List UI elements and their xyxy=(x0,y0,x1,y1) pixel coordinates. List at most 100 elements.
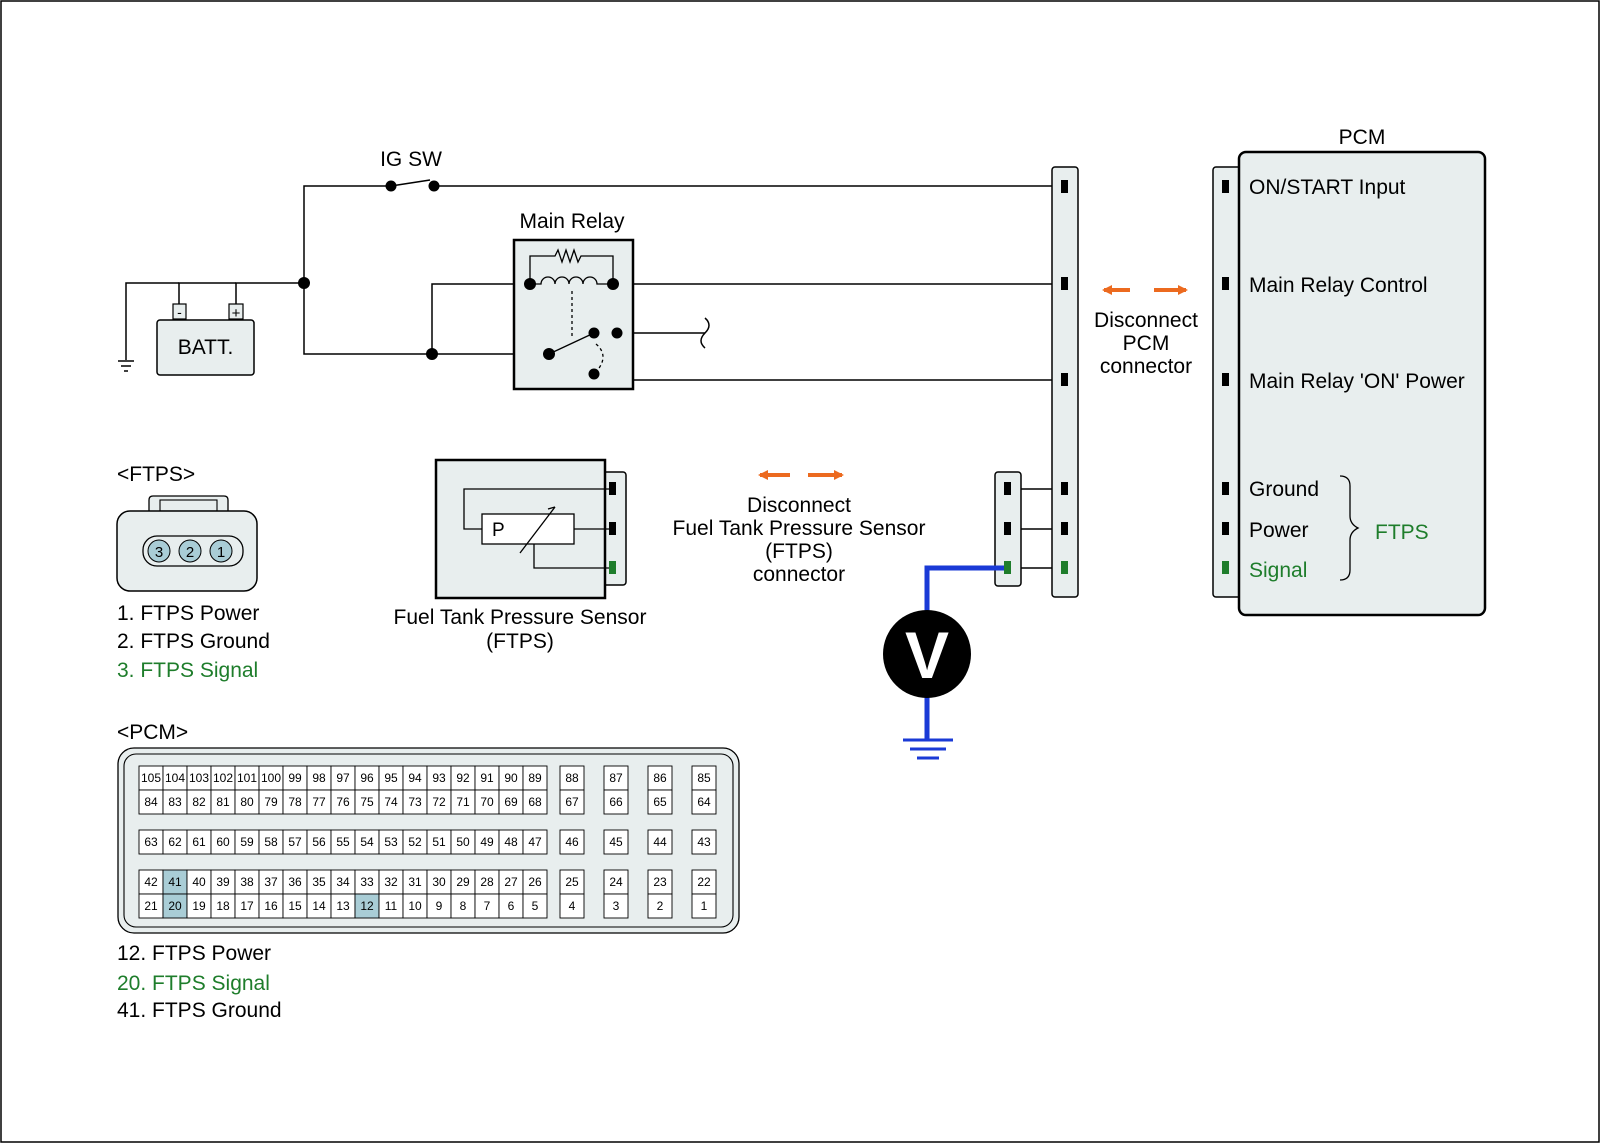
pcm-pin-cell xyxy=(559,789,585,815)
pcm-pin-cell xyxy=(426,869,452,895)
pcm-pin-cell xyxy=(603,893,629,919)
pcm-pin-label: 40 xyxy=(192,875,206,889)
pcm-pin-cell xyxy=(234,829,260,855)
pcm-pin-label: 80 xyxy=(240,795,254,809)
pcm-pin-cell xyxy=(474,829,500,855)
harness-connector-pins xyxy=(1061,180,1068,574)
pcm-pin-cell xyxy=(647,893,673,919)
pcm-pin-cell xyxy=(162,893,188,919)
pcm-pin-label: 46 xyxy=(565,835,579,849)
relay-feed-wire xyxy=(303,283,549,355)
pcm-pin-label: 52 xyxy=(408,835,422,849)
pcm-pin-cell xyxy=(498,765,524,791)
pcm-label: PCM xyxy=(1339,126,1386,149)
disconnect-pcm-line1: Disconnect xyxy=(1094,309,1198,332)
ftps-harness-connector-pins xyxy=(1004,482,1011,574)
pcm-pin-label: 15 xyxy=(288,899,302,913)
pcm-pin-label: 60 xyxy=(216,835,230,849)
pcm-pin-cell xyxy=(210,789,236,815)
ftps-pin-1: 1 xyxy=(217,544,225,561)
pcm-pin-cell xyxy=(258,765,284,791)
pcm-pin-cell xyxy=(498,869,524,895)
pcm-pin-label: 81 xyxy=(216,795,230,809)
pcm-pin-label: 43 xyxy=(697,835,711,849)
pcm-pin-cell xyxy=(138,829,164,855)
pcm-pin-cell xyxy=(522,765,548,791)
pcm-pin-cell xyxy=(210,829,236,855)
voltmeter-ground-symbol xyxy=(903,738,953,760)
pcm-pin-cell xyxy=(306,893,332,919)
ftps-sensor-caption-line2: (FTPS) xyxy=(486,630,554,653)
pcm-pin-cell xyxy=(474,893,500,919)
pcm-pins xyxy=(1222,180,1229,574)
pcm-pin-cell xyxy=(559,893,585,919)
pcm-pin-label: 49 xyxy=(480,835,494,849)
pcm-pin-label: 26 xyxy=(528,875,542,889)
pcm-pin-label: 45 xyxy=(609,835,623,849)
pcm-pin-cell xyxy=(378,765,404,791)
pcm-pin-label: 16 xyxy=(264,899,278,913)
pcm-pin-label: 100 xyxy=(261,771,281,785)
pcm-pin-label: 66 xyxy=(609,795,623,809)
pcm-pin-label: 30 xyxy=(432,875,446,889)
pcm-pin-label: 1 xyxy=(701,899,708,913)
pcm-pin-label: 24 xyxy=(609,875,623,889)
pcm-pin-label: 35 xyxy=(312,875,326,889)
relay-contact-arm xyxy=(548,332,595,355)
pcm-pin-cell xyxy=(450,829,476,855)
disconnect-ftps-line3: (FTPS) xyxy=(765,540,833,563)
pcm-pin-label: 14 xyxy=(312,899,326,913)
ftps-legend-3: 3. FTPS Signal xyxy=(117,659,258,682)
pcm-pin-label: 50 xyxy=(456,835,470,849)
pressure-symbol: P xyxy=(492,520,505,541)
pcm-ftps-group-label: FTPS xyxy=(1375,521,1429,544)
pcm-pin-cell xyxy=(306,789,332,815)
pcm-pin-label: 95 xyxy=(384,771,398,785)
pcm-pin-cell xyxy=(603,765,629,791)
pcm-pin-cell xyxy=(330,765,356,791)
pcm-pin-cell xyxy=(330,789,356,815)
voltmeter-probe xyxy=(924,565,1004,740)
pcm-pin-cell xyxy=(426,789,452,815)
relay-resistor xyxy=(529,247,614,284)
pcm-pin-cell xyxy=(330,893,356,919)
pcm-pin-label: 36 xyxy=(288,875,302,889)
pcm-pin-label: 23 xyxy=(653,875,667,889)
pcm-pin-label: 61 xyxy=(192,835,206,849)
pcm-pin-label: 79 xyxy=(264,795,278,809)
pcm-pin-label: 10 xyxy=(408,899,422,913)
pcm-pin-cell xyxy=(354,789,380,815)
pcm-pin-label: 82 xyxy=(192,795,206,809)
pcm-pin-label: 37 xyxy=(264,875,278,889)
battery-label: BATT. xyxy=(178,336,234,359)
ftps-pin-3: 3 xyxy=(155,544,163,561)
pcm-pin-label: 94 xyxy=(408,771,422,785)
wire-break-symbol xyxy=(700,317,710,349)
pcm-pin-label: 71 xyxy=(456,795,470,809)
junction-dots xyxy=(298,180,440,360)
pcm-pin-label: 32 xyxy=(384,875,398,889)
pcm-pin-label: 41 xyxy=(168,875,182,889)
pcm-pin-label: 2 xyxy=(657,899,664,913)
pcm-pin-label: 28 xyxy=(480,875,494,889)
ground-symbol xyxy=(118,360,134,372)
pcm-pin-label: 85 xyxy=(697,771,711,785)
pcm-pin-label: 5 xyxy=(532,899,539,913)
pcm-pin-cell xyxy=(186,789,212,815)
pcm-main-relay-control-label: Main Relay Control xyxy=(1249,274,1428,297)
ig-sw-feed-wire xyxy=(303,185,391,283)
pcm-pin-label: 91 xyxy=(480,771,494,785)
pcm-pin-cell xyxy=(522,789,548,815)
pcm-pin-label: 90 xyxy=(504,771,518,785)
pcm-pin-label: 69 xyxy=(504,795,518,809)
pcm-pin-cell xyxy=(306,829,332,855)
pcm-pin-label: 68 xyxy=(528,795,542,809)
pcm-legend-1: 12. FTPS Power xyxy=(117,942,271,965)
pcm-pin-label: 42 xyxy=(144,875,158,889)
ftps-brace xyxy=(1339,475,1360,581)
pcm-pin-cell xyxy=(647,765,673,791)
pcm-pin-label: 83 xyxy=(168,795,182,809)
pcm-ground-label: Ground xyxy=(1249,478,1319,501)
pcm-pin-cell xyxy=(138,765,164,791)
